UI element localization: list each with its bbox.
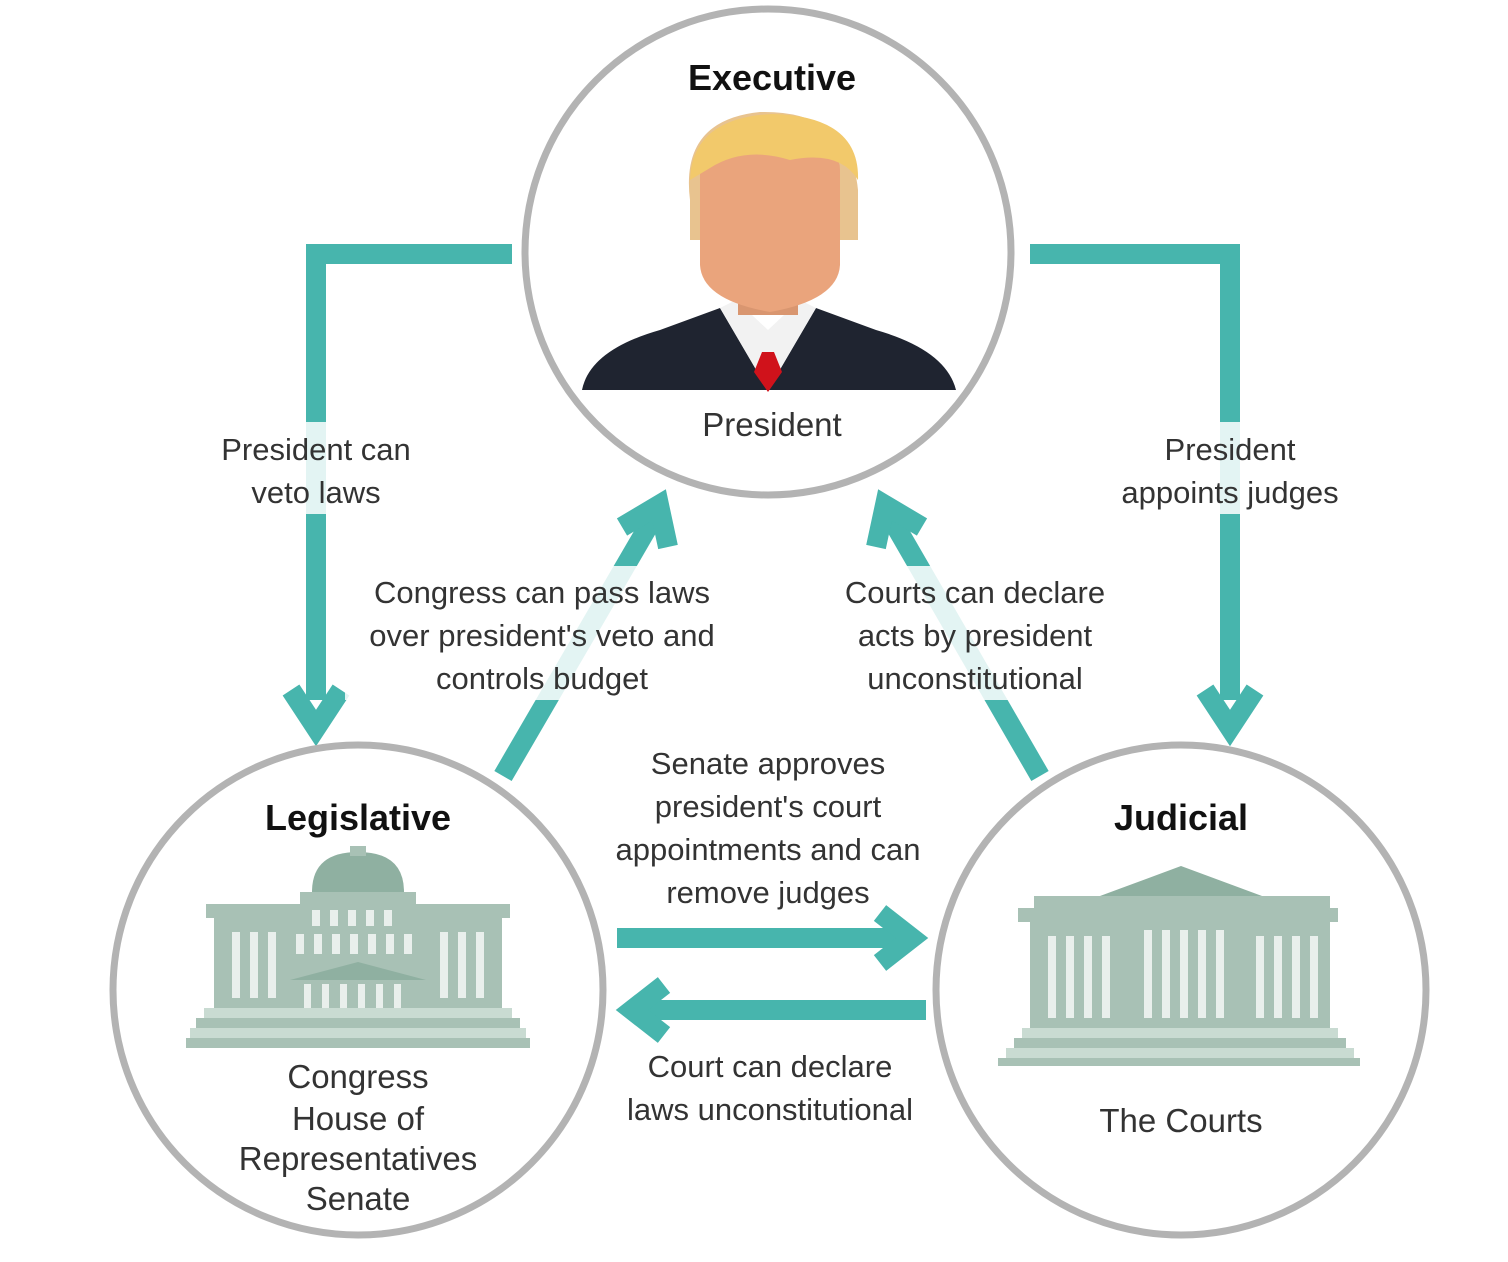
legislative-line-representatives: Representatives (239, 1140, 477, 1177)
executive-node: Executive President (521, 5, 1015, 499)
senate-label: Senate approves president's court appoin… (615, 746, 920, 910)
veto-label: President can veto laws (221, 432, 411, 510)
override-label-line: Congress can pass laws (374, 575, 710, 610)
veto-label-line: President can (221, 432, 411, 467)
court-laws-arrow (615, 977, 926, 1043)
judicial-subtitle: The Courts (1099, 1102, 1262, 1139)
courthouse-icon (998, 866, 1360, 1066)
legislative-title: Legislative (265, 797, 451, 838)
court-laws-label: Court can declare laws unconstitutional (627, 1049, 913, 1127)
senate-label-line: remove judges (666, 875, 869, 910)
override-label-line: over president's veto and (369, 618, 714, 653)
veto-arrow (282, 244, 512, 747)
senate-label-line: president's court (655, 789, 882, 824)
judicial-title: Judicial (1114, 797, 1248, 838)
legislative-line-senate: Senate (306, 1180, 411, 1217)
override-label-line: controls budget (436, 661, 648, 696)
courts-president-label-line: acts by president (858, 618, 1093, 653)
executive-subtitle: President (702, 406, 841, 443)
courts-president-label-line: Courts can declare (845, 575, 1105, 610)
executive-title: Executive (688, 57, 856, 98)
legislative-node: Legislative (109, 741, 607, 1239)
president-portrait-icon (582, 111, 956, 392)
courts-president-label: Courts can declare acts by president unc… (845, 575, 1105, 696)
legislative-line-congress: Congress (287, 1058, 428, 1095)
senate-label-line: appointments and can (615, 832, 920, 867)
label-halos (205, 422, 1355, 700)
senate-arrow (617, 905, 929, 971)
appoints-arrow (1030, 244, 1264, 747)
legislative-line-house: House of (292, 1100, 425, 1137)
override-label: Congress can pass laws over president's … (369, 575, 714, 696)
courts-president-label-line: unconstitutional (867, 661, 1082, 696)
judicial-node: Judicial (932, 741, 1430, 1239)
veto-label-line: veto laws (251, 475, 380, 510)
capitol-building-icon (186, 846, 530, 1048)
senate-label-line: Senate approves (651, 746, 885, 781)
appoints-label-line: President (1165, 432, 1296, 467)
appoints-label: President appoints judges (1121, 432, 1338, 510)
appoints-label-line: appoints judges (1121, 475, 1338, 510)
court-laws-label-line: Court can declare (648, 1049, 893, 1084)
court-laws-label-line: laws unconstitutional (627, 1092, 913, 1127)
